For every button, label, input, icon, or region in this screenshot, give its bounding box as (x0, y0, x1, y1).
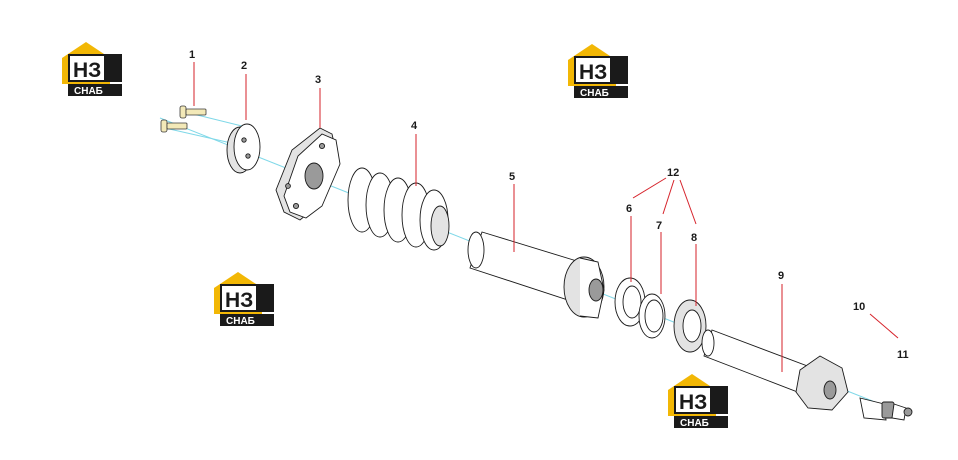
logo-letters: НЗ (679, 391, 707, 414)
callout-12: 12 (667, 167, 679, 179)
watermark-logo-middle-left: НЗ СНАБ (214, 272, 274, 327)
logo-letters: НЗ (73, 59, 101, 82)
logo-subtitle: СНАБ (680, 418, 709, 429)
part-2-round-plate (226, 123, 261, 174)
logo-subtitle: СНАБ (74, 86, 103, 97)
callout-2: 2 (241, 60, 247, 72)
part-3-bracket (275, 127, 341, 221)
part-9-shaft (701, 329, 849, 411)
watermark-logo-top-center: НЗ СНАБ (568, 44, 628, 99)
leader-lines (193, 62, 899, 372)
callout-5: 5 (509, 171, 515, 183)
part-10-11-fitting (859, 397, 913, 421)
part-8-ring (673, 299, 707, 353)
callout-11: 11 (897, 349, 909, 361)
bolt-lower (160, 119, 188, 133)
callout-7: 7 (656, 220, 662, 232)
callout-labels: 1 2 3 4 5 6 7 8 9 10 11 12 (189, 49, 909, 361)
part-5-cylinder (467, 231, 605, 319)
bolt-upper (179, 105, 207, 119)
part-7-ring (638, 293, 666, 339)
logo-letters: НЗ (225, 289, 253, 312)
callout-4: 4 (411, 120, 418, 132)
callout-6: 6 (626, 203, 632, 215)
callout-3: 3 (315, 74, 321, 86)
watermark-logo-top-left: НЗ СНАБ (62, 42, 122, 97)
callout-10: 10 (853, 301, 865, 313)
callout-8: 8 (691, 232, 697, 244)
part-4-spring (347, 167, 450, 251)
logo-subtitle: СНАБ (580, 88, 609, 99)
logo-subtitle: СНАБ (226, 316, 255, 327)
logo-letters: НЗ (579, 61, 607, 84)
callout-1: 1 (189, 49, 195, 61)
part-6-ring (614, 277, 646, 327)
part-1-bolts (160, 105, 207, 133)
watermark-logo-bottom-center: НЗ СНАБ (668, 374, 728, 429)
callout-9: 9 (778, 270, 784, 282)
